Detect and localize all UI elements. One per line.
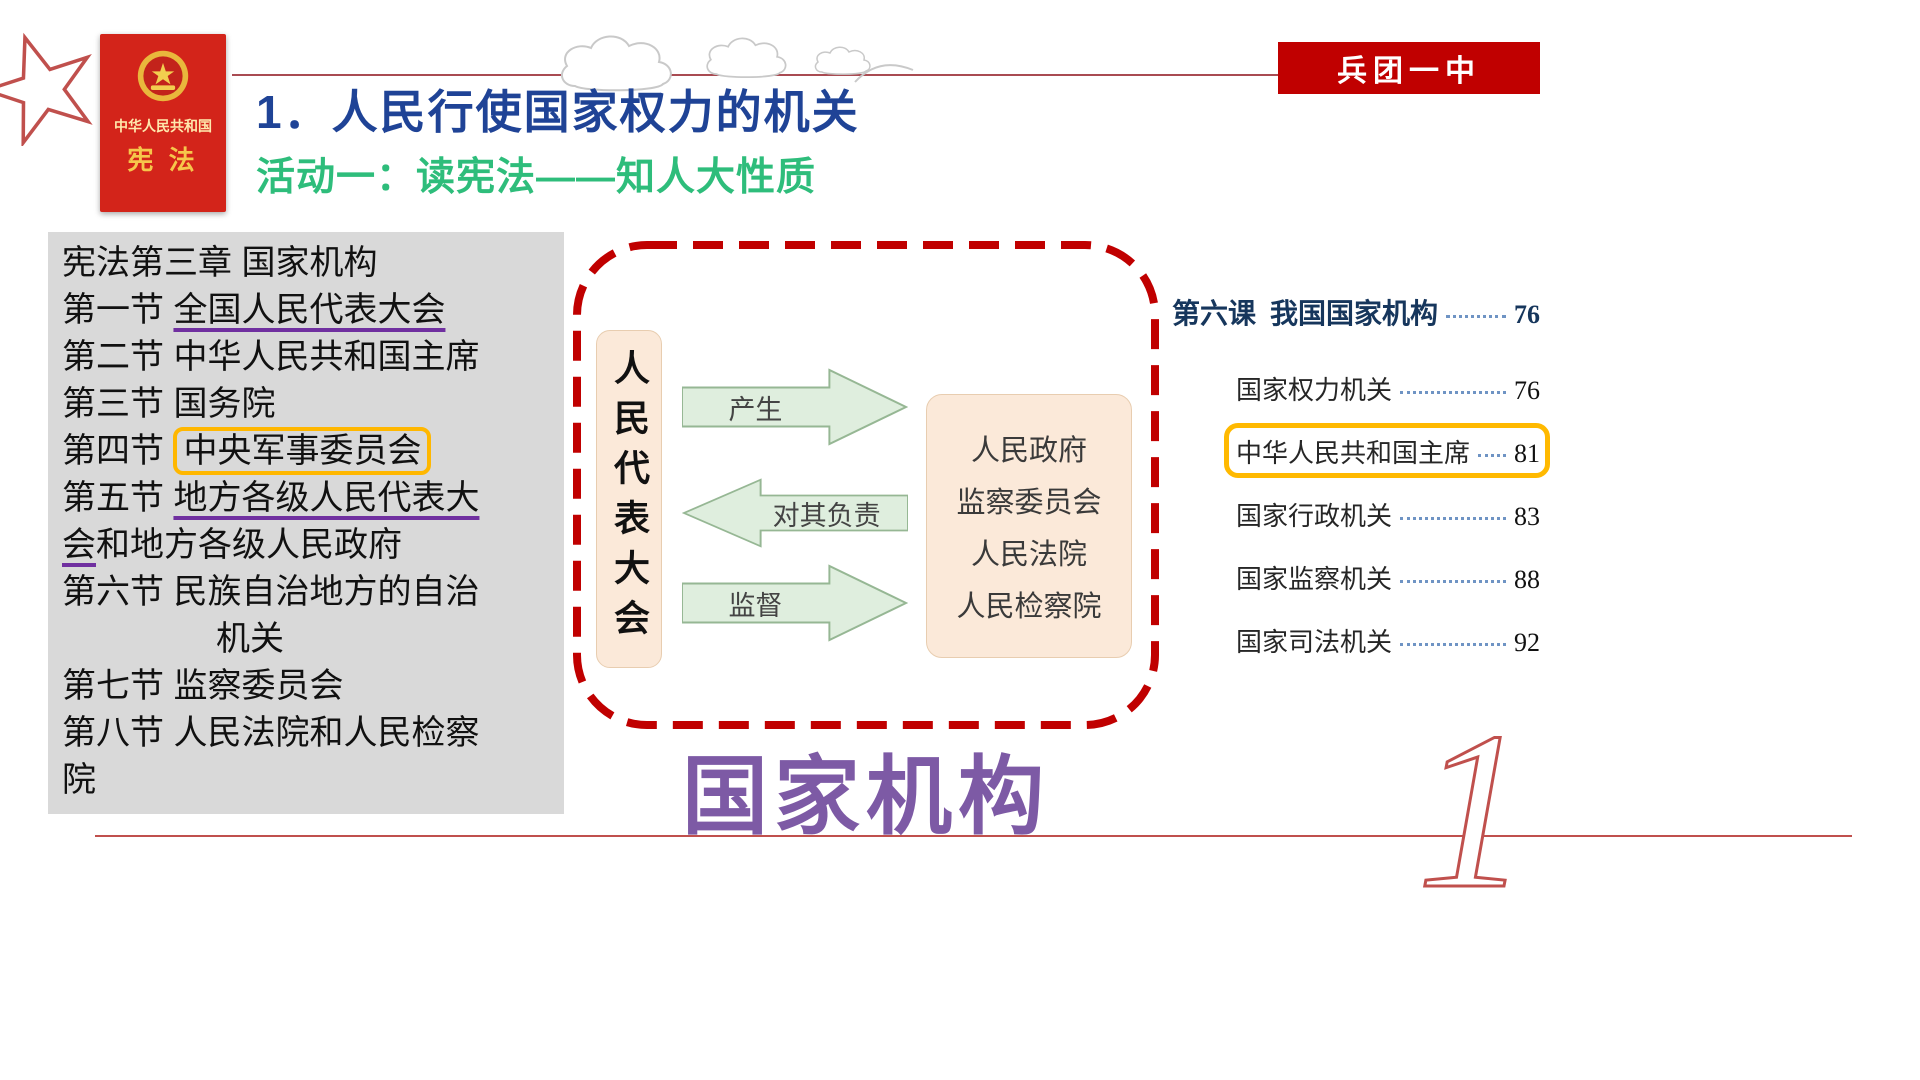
law-line: 会和地方各级人民政府: [62, 526, 402, 564]
npc-box: 人民代表大会: [596, 330, 662, 668]
leader-dots: [1400, 643, 1506, 646]
toc-page-number: 92: [1514, 628, 1540, 657]
toc-page-number: 88: [1514, 565, 1540, 594]
book-title-label: 宪 法: [127, 145, 199, 175]
leader-dots: [1400, 580, 1506, 583]
school-badge: 兵团一中: [1278, 42, 1540, 94]
arrow-produce-label: 产生: [728, 394, 783, 425]
arrow-responsible-label: 对其负责: [772, 500, 881, 531]
law-line: 宪法第三章 国家机构: [62, 244, 378, 282]
law-line: 第五节 地方各级人民代表大: [62, 479, 480, 517]
leader-dots: [1446, 315, 1506, 318]
leader-dots: [1400, 517, 1506, 520]
arrow-supervise: 监督: [682, 564, 908, 642]
arrow-supervise-label: 监督: [728, 590, 783, 621]
star-icon: [0, 32, 93, 146]
page-number-ornament: 1: [1415, 690, 1531, 910]
npc-relationship-diagram: 人民代表大会 产生 对其负责 监督 人民政府 监察委员会 人民法院 人民检察院: [570, 238, 1162, 732]
law-line: 第七节 监察委员会: [62, 667, 344, 705]
footer-line: [95, 835, 1852, 837]
law-line: 第一节 全国人民代表大会: [62, 291, 446, 329]
slide-subtitle: 活动一：读宪法——知人大性质: [256, 156, 817, 199]
organ-item: 人民检察院: [956, 591, 1102, 623]
leader-dots: [1400, 391, 1506, 394]
law-line: 第二节 中华人民共和国主席: [62, 338, 480, 376]
constitution-chapter-panel: 宪法第三章 国家机构 第一节 全国人民代表大会 第二节 中华人民共和国主席 第三…: [48, 232, 564, 814]
textbook-toc: 第六课 我国国家机构 76 国家权力机关 76 中华人民共和国主席 81 国家行…: [1172, 292, 1550, 685]
organ-item: 监察委员会: [956, 487, 1102, 519]
toc-lesson-label: 第六课: [1172, 299, 1257, 330]
law-line: 院: [62, 761, 96, 799]
law-line: 第三节 国务院: [62, 385, 276, 423]
cloud-icon: [560, 35, 914, 92]
national-emblem-icon: [137, 50, 189, 102]
toc-entry: 国家权力机关 76: [1236, 376, 1540, 405]
toc-page-number: 83: [1514, 502, 1540, 531]
dashed-border: [573, 241, 1159, 729]
book-country-label: 中华人民共和国: [114, 118, 212, 134]
arrow-produce: 产生: [682, 368, 908, 446]
slide-title: 1．人民行使国家权力的机关: [256, 86, 860, 138]
toc-entry: 国家行政机关 83: [1236, 502, 1540, 531]
law-line: 第六节 民族自治地方的自治: [62, 573, 480, 611]
toc-page-number: 76: [1514, 300, 1540, 329]
toc-entry-highlighted: 中华人民共和国主席 81: [1172, 423, 1550, 478]
toc-page-number: 81: [1514, 439, 1540, 468]
organ-item: 人民法院: [970, 539, 1087, 571]
svg-text:1: 1: [1417, 690, 1530, 910]
state-organs-box: 人民政府 监察委员会 人民法院 人民检察院: [926, 394, 1132, 658]
toc-entry: 国家监察机关 88: [1236, 565, 1540, 594]
toc-page-number: 76: [1514, 376, 1540, 405]
arrow-responsible: 对其负责: [682, 478, 908, 548]
law-line: 机关: [216, 620, 284, 658]
toc-lesson-row: 第六课 我国国家机构 76: [1172, 292, 1540, 332]
toc-lesson-title: 我国国家机构: [1270, 299, 1439, 330]
organ-item: 人民政府: [970, 435, 1087, 467]
law-line: 第八节 人民法院和人民检察: [62, 714, 480, 752]
constitution-book-cover: 中华人民共和国 宪 法: [100, 34, 226, 212]
toc-entry: 国家司法机关 92: [1236, 628, 1540, 657]
npc-box-label: 人民代表大会: [609, 349, 650, 649]
leader-dots: [1478, 454, 1506, 457]
law-line: 第四节 中央军事委员会: [62, 427, 550, 475]
diagram-caption: 国家机构: [682, 749, 1050, 845]
